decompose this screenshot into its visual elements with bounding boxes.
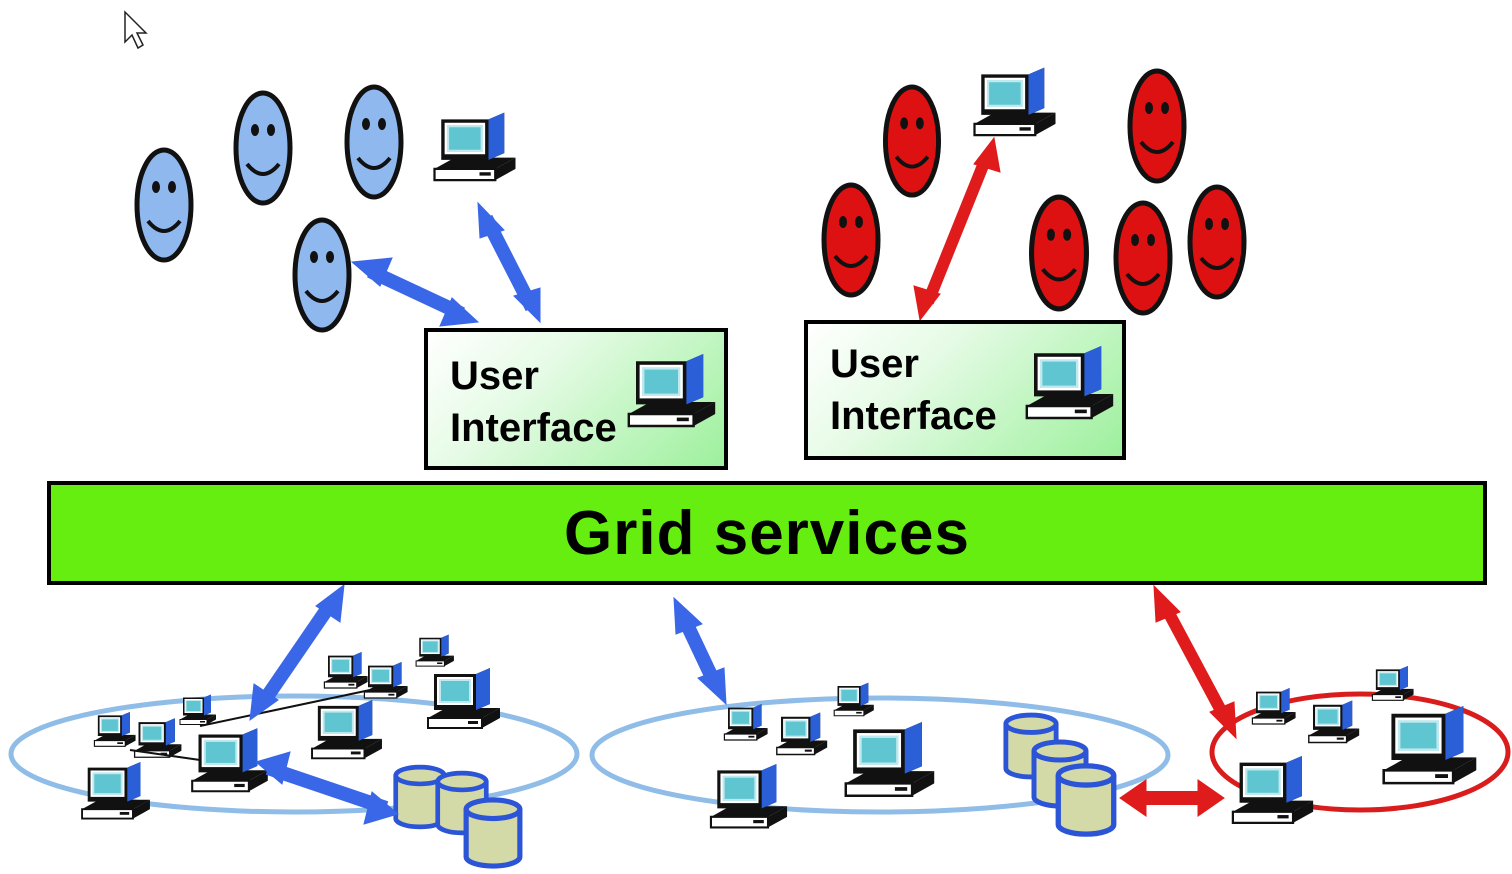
red-user-face bbox=[885, 87, 938, 195]
user-interface-line1: User bbox=[830, 342, 919, 386]
database-cluster-1 bbox=[396, 767, 520, 866]
user-interface-line1: User bbox=[450, 354, 539, 398]
computer-cluster-1 bbox=[81, 634, 501, 820]
red-user-face bbox=[1116, 203, 1170, 313]
red-user-face bbox=[1032, 197, 1087, 309]
computer-icon bbox=[1025, 346, 1115, 420]
blue-arrows-top bbox=[350, 201, 541, 327]
computer-icon bbox=[627, 354, 717, 428]
computer-icon bbox=[433, 112, 517, 182]
red-user-face bbox=[1190, 187, 1244, 297]
red-arrow-top bbox=[913, 136, 1001, 322]
user-interface-line2: Interface bbox=[830, 394, 997, 438]
grid-services-label: Grid services bbox=[564, 498, 970, 568]
red-user-face bbox=[1130, 71, 1184, 181]
computer-icon bbox=[973, 66, 1057, 137]
user-interface-label: User Interface bbox=[830, 338, 997, 442]
blue-cluster-ellipse bbox=[589, 695, 1171, 815]
blue-cluster-ellipse bbox=[8, 693, 580, 815]
blue-user-face bbox=[347, 87, 401, 197]
red-cluster-ellipse bbox=[1209, 691, 1511, 813]
grid-services-bar[interactable]: Grid services bbox=[47, 481, 1487, 585]
blue-user-face bbox=[236, 93, 290, 203]
blue-user-face bbox=[137, 150, 191, 260]
user-interface-label: User Interface bbox=[450, 350, 617, 454]
database-cluster-2 bbox=[1006, 715, 1114, 834]
user-interface-line2: Interface bbox=[450, 406, 617, 450]
blue-arrows-bottom bbox=[249, 583, 727, 825]
red-arrows-bottom bbox=[1119, 584, 1237, 817]
user-interface-box-left[interactable]: User Interface bbox=[424, 328, 728, 470]
cursor-icon bbox=[124, 10, 148, 50]
blue-user-face bbox=[295, 220, 349, 330]
user-interface-box-right[interactable]: User Interface bbox=[804, 320, 1126, 460]
red-user-face bbox=[824, 185, 878, 295]
